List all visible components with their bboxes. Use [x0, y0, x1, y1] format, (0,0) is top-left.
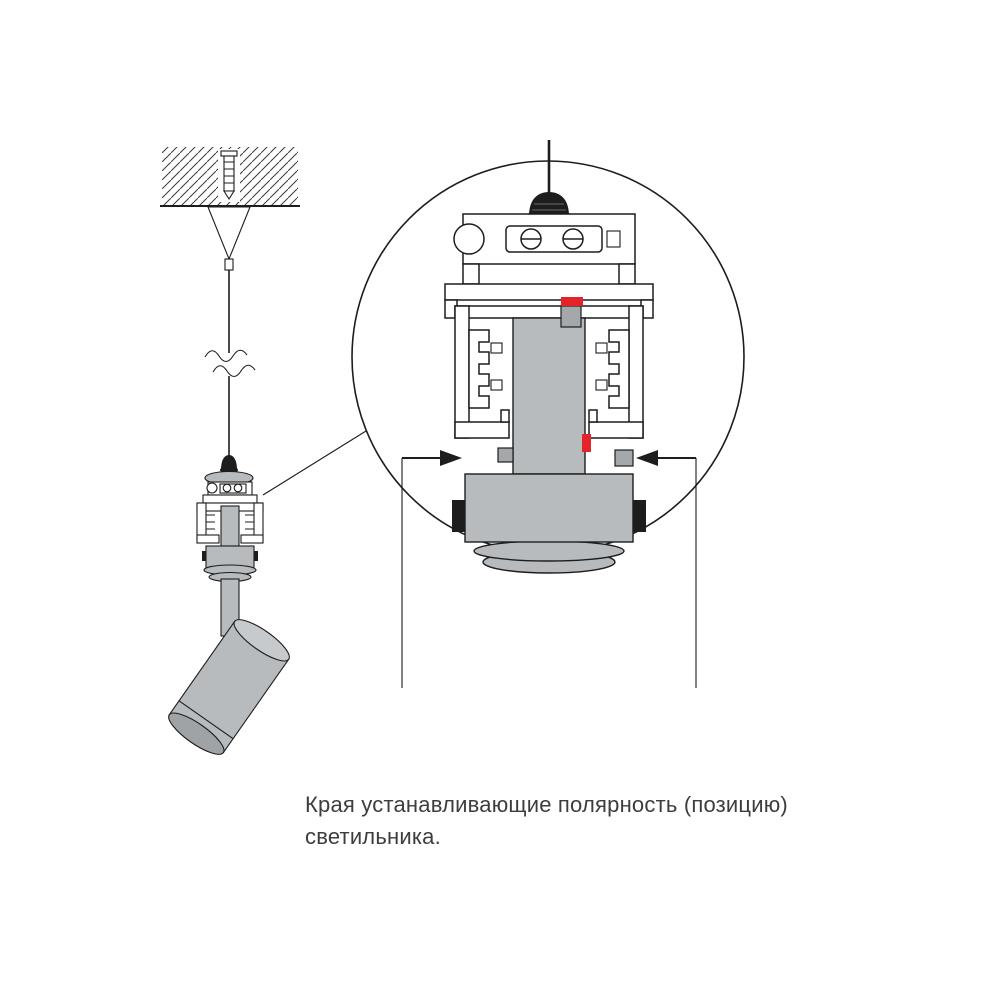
- polarity-edge-right: [614, 449, 634, 467]
- head-lens-face: [168, 712, 225, 755]
- anchor-threads: [224, 161, 234, 184]
- mounting-bracket: [453, 213, 636, 285]
- cable-gland: [224, 258, 234, 271]
- track-flange-left: [454, 421, 510, 439]
- adapter-body: [464, 473, 634, 543]
- grip-small: [221, 455, 237, 470]
- track-flange-right: [588, 421, 644, 439]
- track-clamp: [444, 283, 654, 319]
- conductor: [595, 379, 608, 391]
- track-side-wall-right: [628, 305, 644, 439]
- track-top-wall: [454, 305, 644, 319]
- conductor: [490, 342, 503, 354]
- wire-channel-right: [608, 329, 630, 409]
- conductor: [490, 379, 503, 391]
- track-side-wall-left: [454, 305, 470, 439]
- spotlight-head: [168, 619, 290, 755]
- caption-line-1: Края устанавливающие полярность (позицию…: [305, 792, 788, 817]
- cone-canopy: [207, 206, 251, 261]
- polarity-marker-bottom: [582, 434, 591, 452]
- detail-view: [351, 140, 745, 688]
- wire-channel-left: [468, 329, 490, 409]
- polarity-edge-arrow-right: [636, 450, 696, 466]
- arrowhead: [440, 450, 462, 466]
- polarity-marker-top: [561, 297, 583, 306]
- bracket-arm-right: [618, 263, 636, 285]
- clamp-small: [202, 494, 258, 504]
- side-tab-small-left: [202, 551, 206, 561]
- bracket-detail: [606, 230, 621, 248]
- side-tab-small-right: [254, 551, 258, 561]
- anchor-shaft: [223, 155, 235, 192]
- adapter-stem: [512, 317, 586, 475]
- arrowhead: [636, 450, 658, 466]
- caption-line-2: светильника.: [305, 824, 441, 849]
- wire-slots-right-small: [245, 514, 254, 530]
- conductor: [595, 342, 608, 354]
- flange-hook-right: [588, 409, 598, 423]
- bracket-arm-left: [462, 263, 480, 285]
- flange-hook-left: [500, 409, 510, 423]
- adapter-collar-upper: [473, 540, 625, 562]
- wall-anchor: [218, 149, 240, 202]
- leader-line: [262, 430, 367, 496]
- adapter: [452, 297, 646, 574]
- track-section-small: [196, 502, 264, 547]
- polarity-edge-arrow-left: [402, 450, 462, 466]
- adapter-stem-small: [220, 505, 240, 547]
- suspension-cone: [207, 206, 251, 271]
- release-tab-right: [633, 500, 646, 532]
- anchor-head: [220, 150, 238, 157]
- release-tab-left: [452, 500, 465, 532]
- track-light-fixture: [168, 455, 290, 755]
- head-bezel-line: [178, 700, 234, 740]
- anchor-tip: [223, 190, 235, 201]
- latch-block: [560, 305, 582, 328]
- polarity-edge-left: [497, 447, 514, 463]
- grip-ridges: [532, 203, 566, 211]
- cable-break-symbol: [204, 349, 256, 378]
- bracket-grip-cylinder: [453, 223, 485, 255]
- track-cross-section: [454, 305, 644, 439]
- head-joint-face: [233, 619, 290, 662]
- wire-slots-left-small: [206, 514, 215, 530]
- caption: Края устанавливающие полярность (позицию…: [305, 789, 905, 853]
- bracket-small: [202, 481, 258, 504]
